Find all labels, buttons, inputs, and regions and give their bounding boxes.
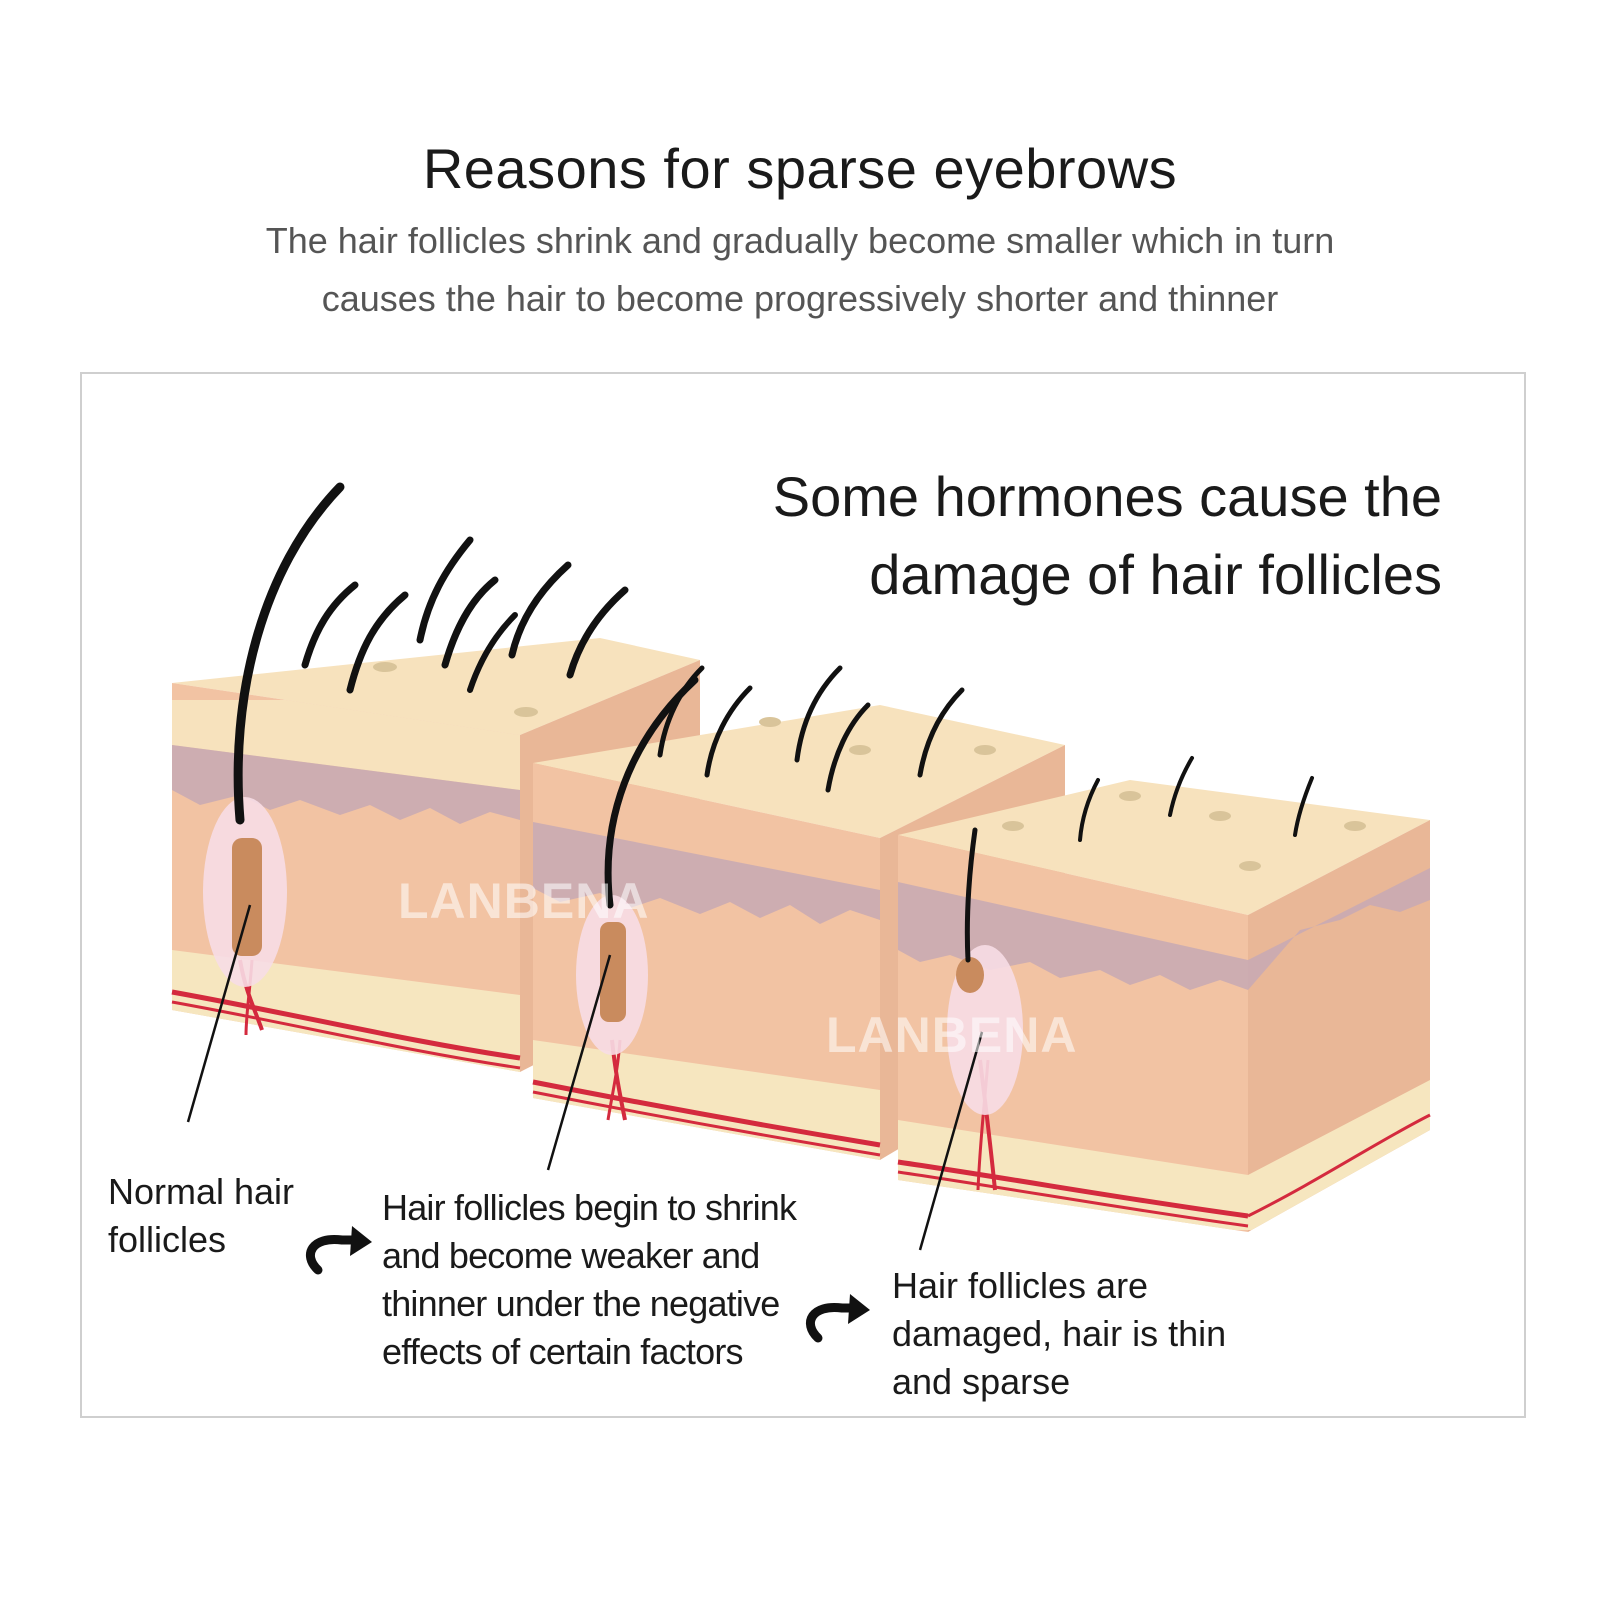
watermark: LANBENA	[398, 873, 650, 929]
label-line: thinner under the negative	[382, 1283, 780, 1324]
label-line: Hair follicles are	[892, 1265, 1149, 1306]
hair-strand	[964, 827, 978, 963]
curved-arrow-icon	[805, 1294, 870, 1343]
curved-arrow-icon	[305, 1226, 372, 1275]
label-line: and become weaker and	[382, 1235, 760, 1276]
label-normal-follicles: Normal hair follicles	[108, 1168, 294, 1264]
skin-surface	[898, 780, 1430, 915]
page-title: Reasons for sparse eyebrows	[422, 137, 1178, 200]
label-shrinking-follicles: Hair follicles begin to shrink and becom…	[382, 1184, 797, 1376]
subtitle-line: causes the hair to become progressively …	[321, 278, 1279, 319]
label-line: and sparse	[892, 1361, 1071, 1402]
follicle-bulb	[956, 957, 984, 993]
subtitle-line: The hair follicles shrink and gradually …	[265, 220, 1335, 261]
skin-block-damaged	[897, 756, 1431, 1232]
hair-strand	[233, 482, 345, 825]
label-line: follicles	[108, 1219, 227, 1260]
diagram-headline: Some hormones cause the damage of hair f…	[773, 458, 1442, 614]
label-line: damaged, hair is thin	[892, 1313, 1227, 1354]
headline-line: Some hormones cause the	[772, 465, 1442, 528]
follicle-bulb	[600, 922, 626, 1022]
headline-line: damage of hair follicles	[869, 543, 1442, 606]
leader-line-shrink	[546, 954, 612, 1171]
hair-strand	[604, 676, 699, 909]
leader-line-damaged	[918, 1031, 984, 1251]
page-subtitle: The hair follicles shrink and gradually …	[200, 212, 1400, 328]
follicle-bulb	[232, 838, 262, 956]
leader-line-normal	[186, 904, 252, 1123]
skin-surface	[172, 638, 700, 735]
label-damaged-follicles: Hair follicles are damaged, hair is thin…	[892, 1262, 1226, 1406]
label-line: Hair follicles begin to shrink	[382, 1187, 797, 1228]
label-line: Normal hair	[108, 1171, 295, 1212]
watermark: LANBENA	[826, 1007, 1078, 1063]
label-line: effects of certain factors	[382, 1331, 744, 1372]
